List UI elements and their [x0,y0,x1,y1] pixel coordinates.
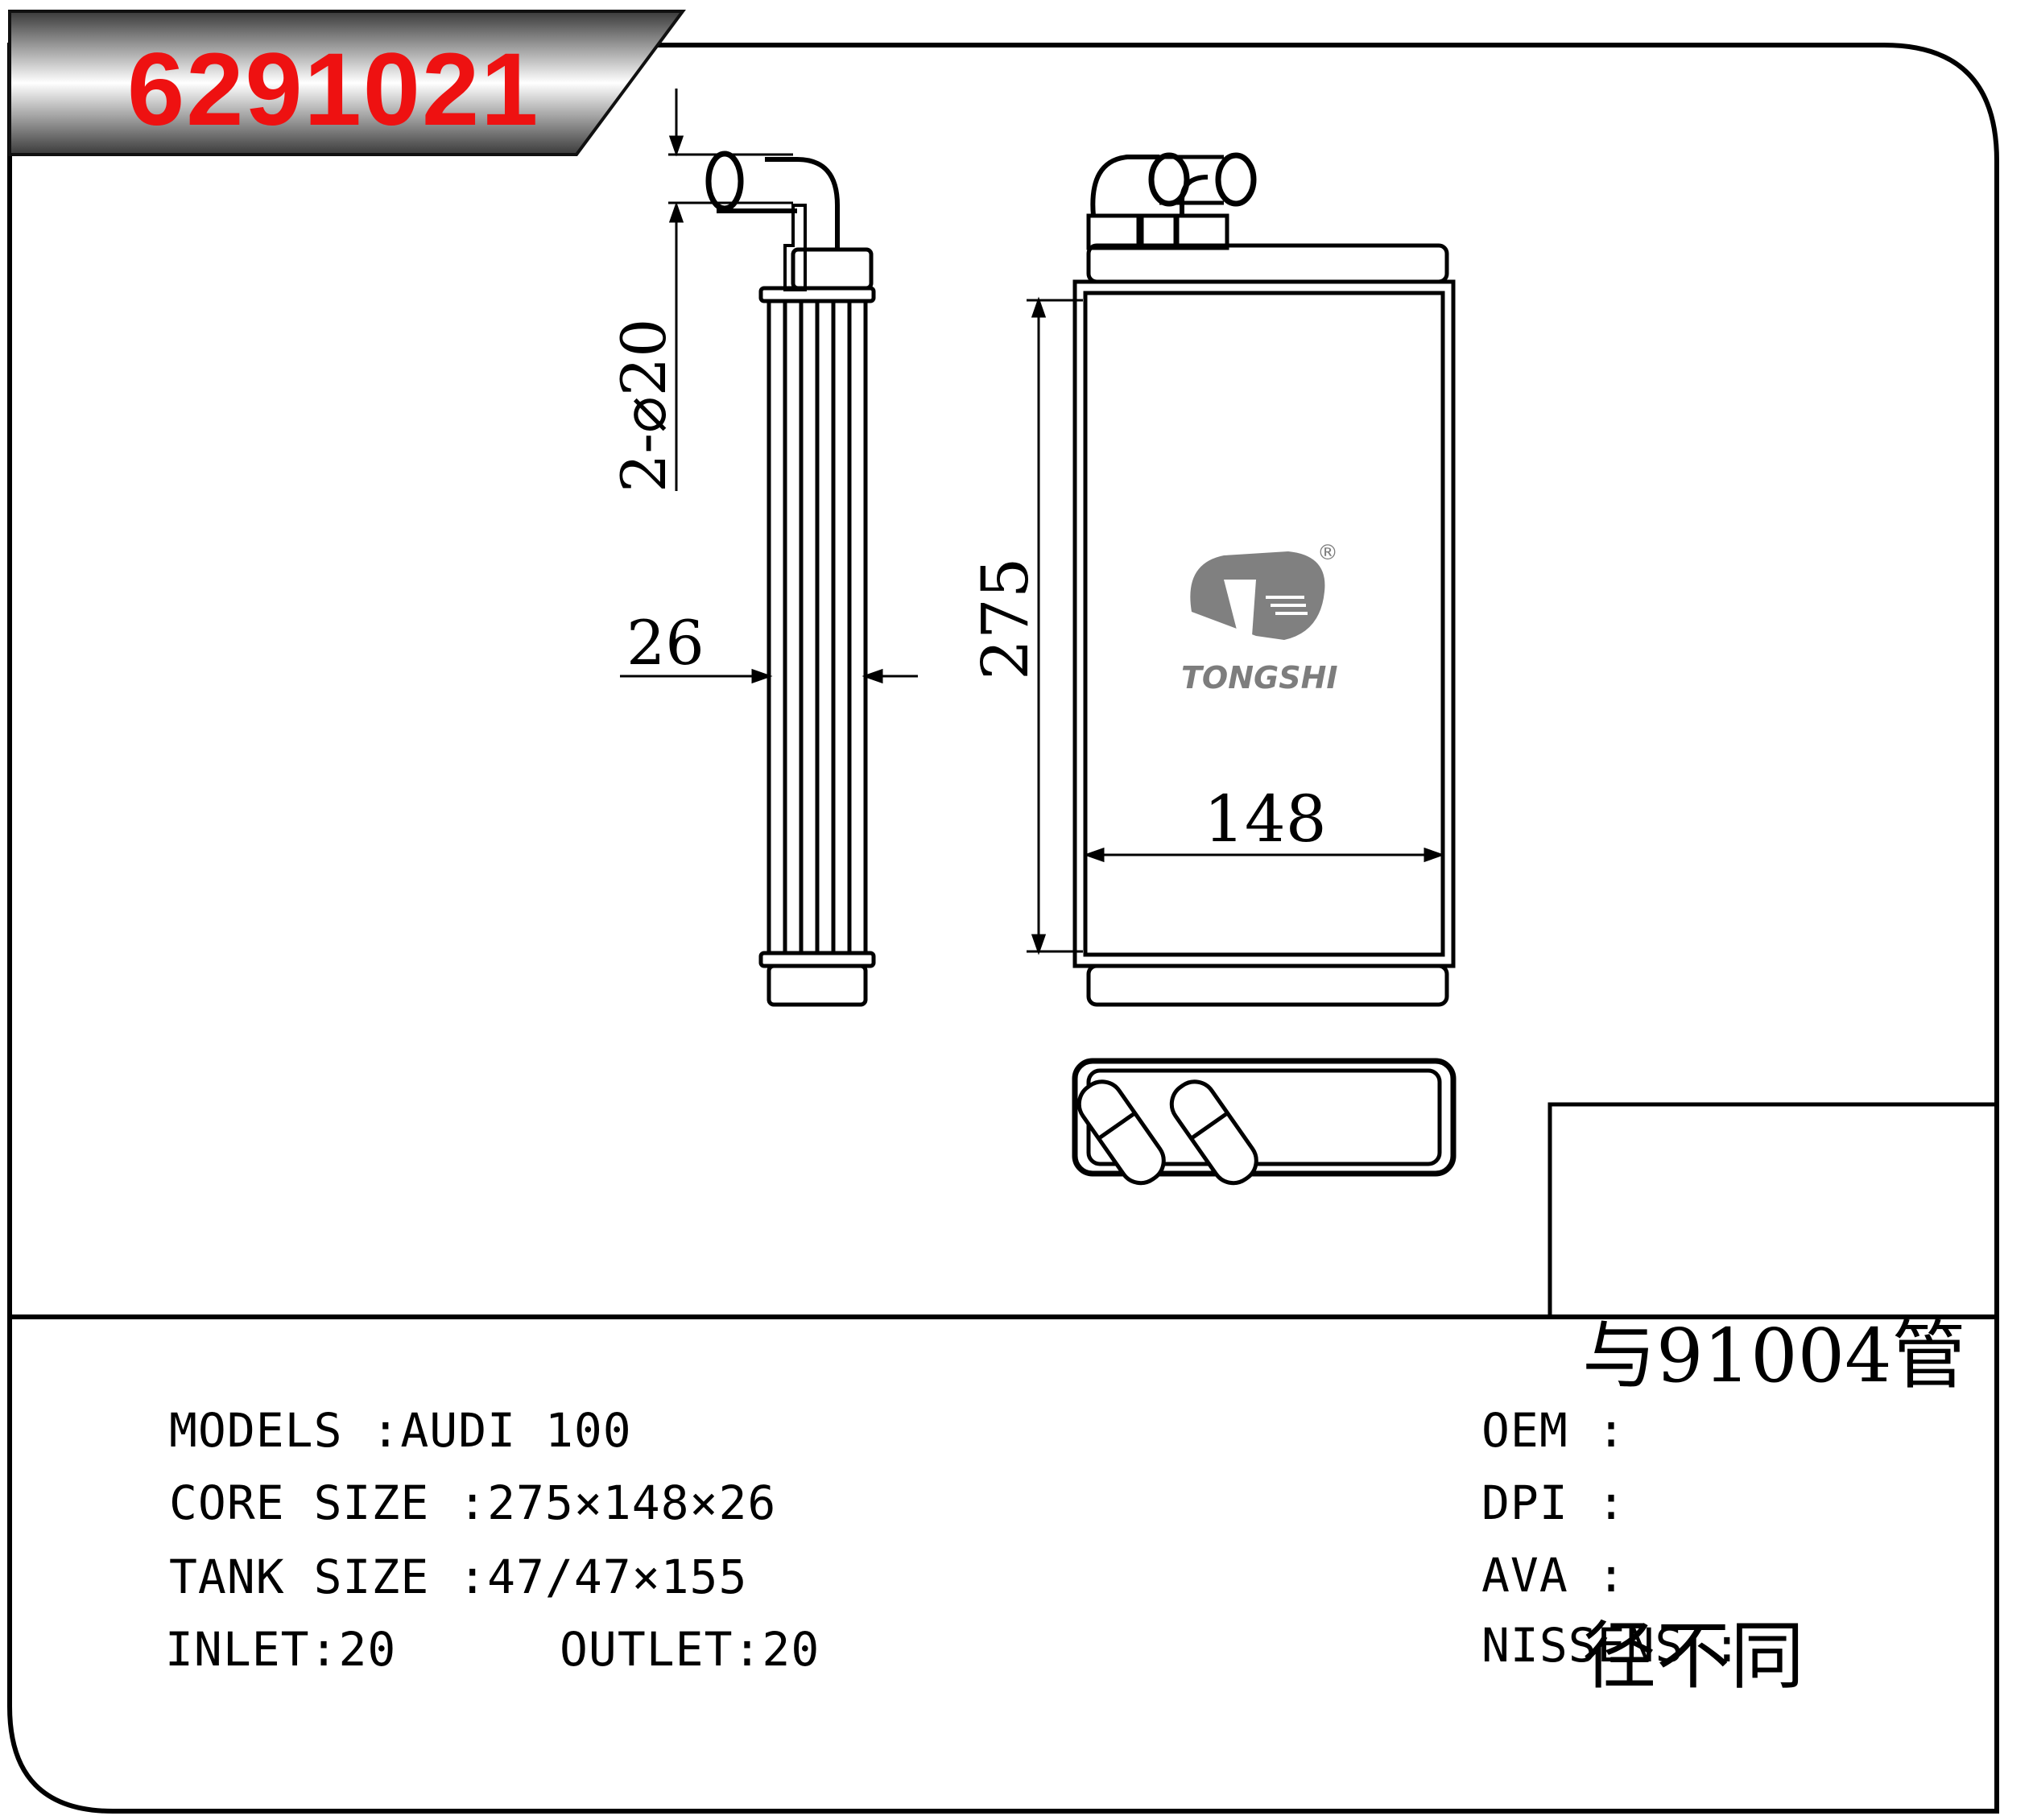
ref-ava: AVA : [1481,1548,1626,1603]
front-view [1072,152,1456,1007]
spec-models: MODELS :AUDI 100 [169,1403,632,1458]
pipe-dimension [668,89,793,491]
logo-mark: ® [1317,541,1338,565]
ref-oem: OEM : [1481,1403,1626,1458]
ref-nissens: NISSENS : [1481,1618,1742,1673]
pipe-spec-label: 2-⌀20 [608,319,680,493]
logo-text: TONGSHI [1181,660,1338,695]
tongshi-logo: ® TONGSHI [1181,541,1338,695]
height-label: 275 [968,557,1043,680]
spec-inlet: INLET:20 [165,1622,397,1677]
note-line-2: 径不同 [1582,1612,1805,1699]
bottom-view [1072,1058,1457,1186]
thickness-label: 26 [626,607,705,679]
thickness-dimension [620,668,918,684]
spec-tank-size: TANK SIZE :47/47×155 [169,1550,748,1604]
height-dimension [1027,296,1083,955]
ref-dpi: DPI : [1481,1475,1626,1530]
part-number: 6291021 [127,32,540,147]
note-text: 与91004管 径不同 [1582,1107,1966,1806]
note-box [1547,1102,1997,1317]
width-label: 148 [1204,782,1327,856]
spec-core-size: CORE SIZE :275×148×26 [169,1475,777,1530]
part-number-banner [8,10,686,156]
width-dimension [1083,847,1445,863]
side-view [705,151,876,1007]
spec-outlet: OUTLET:20 [560,1622,820,1677]
note-line-1: 与91004管 [1582,1313,1966,1400]
sheet-frame [7,43,1999,1814]
